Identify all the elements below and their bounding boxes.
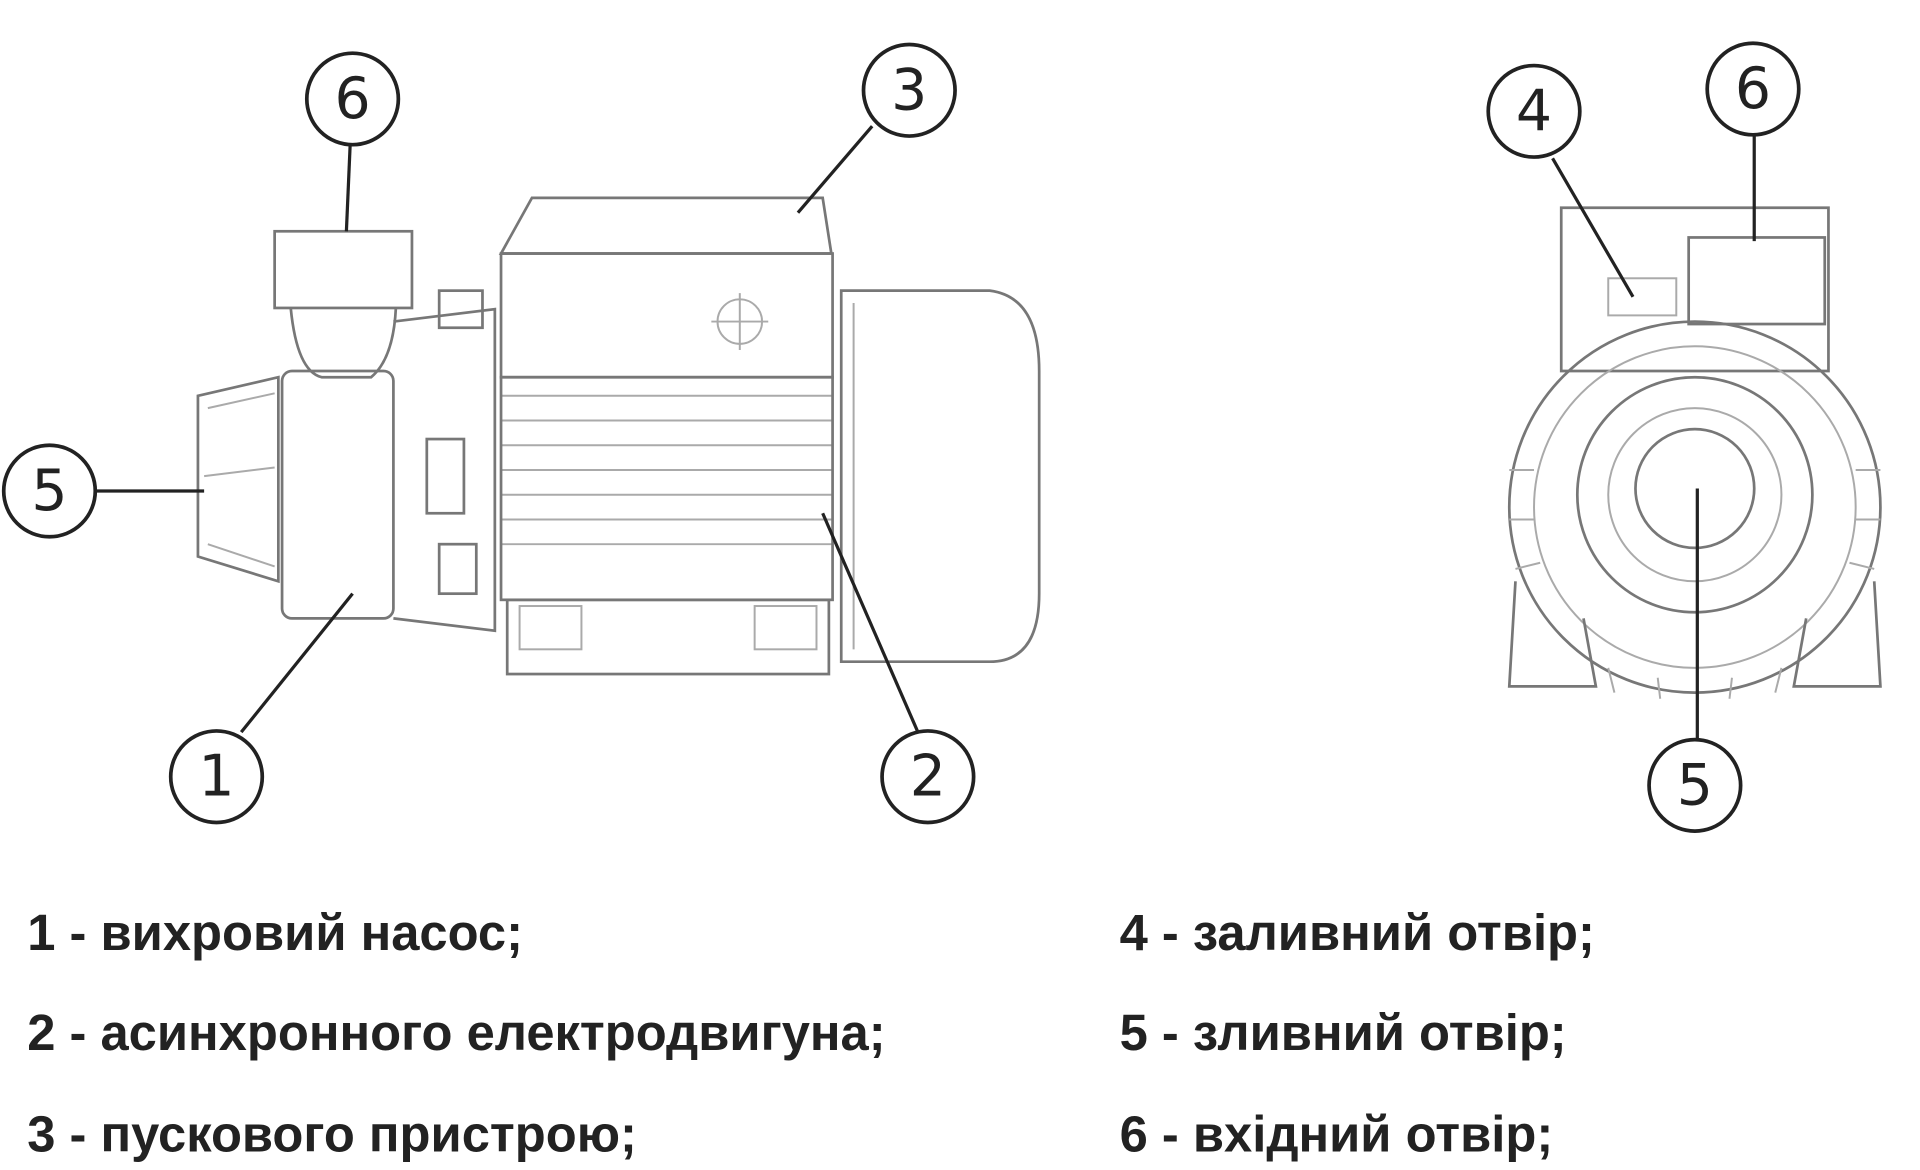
svg-text:1: 1 <box>198 744 234 810</box>
callout-1-side: 1 <box>168 729 265 825</box>
svg-text:6: 6 <box>1735 56 1771 122</box>
legend-item-3: 3 - пускового пристрою; <box>27 1105 637 1162</box>
svg-text:2: 2 <box>910 744 946 810</box>
legend-item-1: 1 - вихровий насос; <box>27 904 523 961</box>
svg-text:5: 5 <box>31 458 67 524</box>
legend-item-5: 5 - зливний отвір; <box>1120 1004 1567 1061</box>
callout-6-front: 6 <box>1705 41 1801 137</box>
callout-3-side: 3 <box>861 42 957 138</box>
legend: 1 - вихровий насос; 2 - асинхронного еле… <box>27 904 1595 1163</box>
svg-text:5: 5 <box>1677 752 1713 818</box>
callout-2-side: 2 <box>880 729 976 825</box>
callout-5-front: 5 <box>1647 737 1743 833</box>
callout-4-front: 4 <box>1486 63 1582 159</box>
leader-lines <box>96 125 1756 740</box>
callout-5-side: 5 <box>1 443 98 539</box>
pump-side-view <box>196 196 1041 676</box>
svg-text:4: 4 <box>1516 78 1552 144</box>
callout-6-side: 6 <box>304 51 401 147</box>
legend-item-4: 4 - заливний отвір; <box>1120 904 1595 961</box>
legend-item-6: 6 - вхідний отвір; <box>1120 1105 1554 1162</box>
pump-front-view <box>1507 206 1882 699</box>
cooling-ribs <box>1509 468 1881 699</box>
legend-item-2: 2 - асинхронного електродвигуна; <box>27 1004 885 1061</box>
svg-text:3: 3 <box>891 57 927 123</box>
svg-text:6: 6 <box>334 66 370 132</box>
